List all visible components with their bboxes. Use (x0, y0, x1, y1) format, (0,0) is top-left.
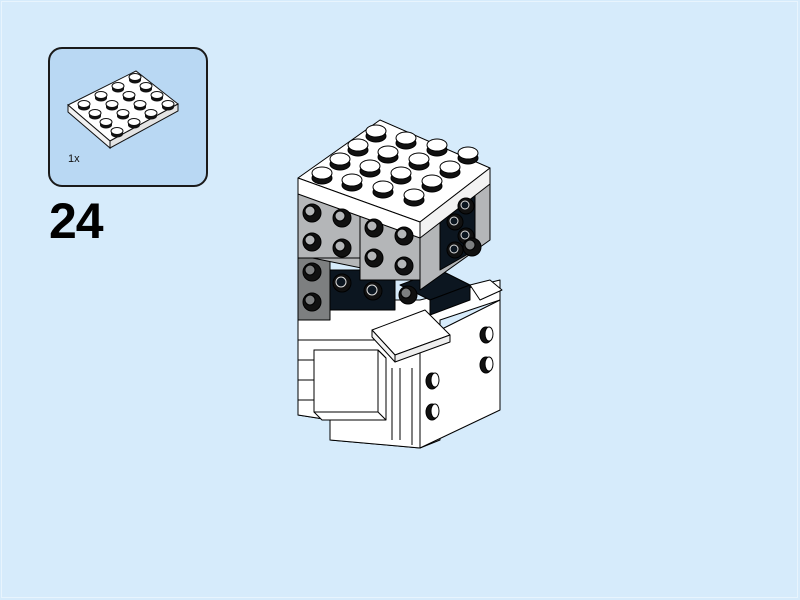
plate-4x4-icon (67, 70, 179, 150)
part-quantity: 1x (68, 153, 80, 165)
step-number: 24 (49, 193, 104, 249)
parts-callout: 1x (48, 47, 208, 187)
